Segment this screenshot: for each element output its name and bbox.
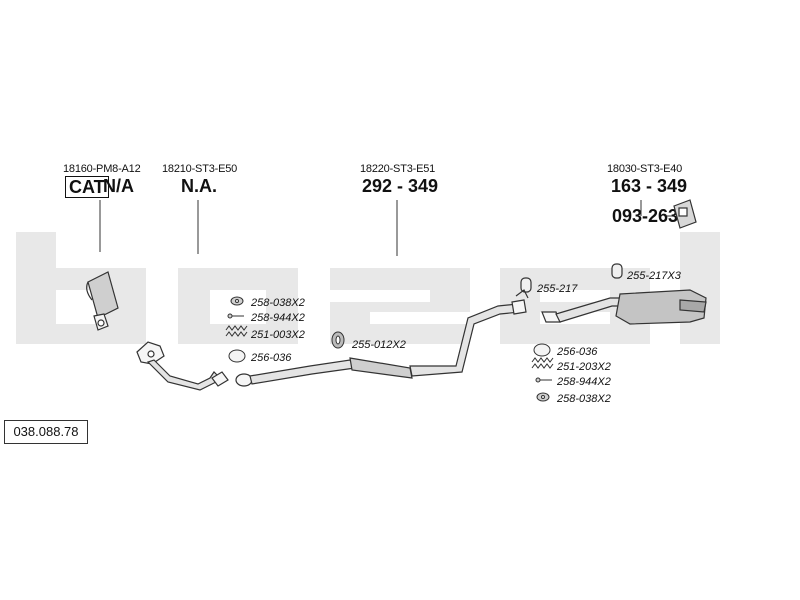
rear-fittings-icons [531,343,554,402]
part-label-rear-2: 251-203X2 [557,361,611,373]
part-label-rear-3: 258-944X2 [557,376,611,388]
center-pipe [235,299,527,387]
oem-number-catalyst: 18160-PM8-A12 [63,163,141,175]
part-label-rear-4: 258-038X2 [557,393,611,405]
center-pipe-code: 292 - 349 [362,176,439,196]
part-label-tail-hanger: 255-217X3 [627,270,681,282]
catalyst-code: N/A [103,176,134,196]
front-pipe-code: N.A. [181,176,217,196]
mounting-kit-code: 093-263 [612,206,679,226]
mounting-kit-icon [673,199,697,229]
catalyst-converter [86,271,119,331]
cat-label: CAT [65,176,109,198]
oem-number-front-pipe: 18210-ST3-E50 [162,163,238,175]
part-label-rear-hanger: 255-217 [537,283,578,295]
part-label-front-1: 258-038X2 [251,297,305,309]
part-label-front-2: 258-944X2 [251,312,305,324]
part-label-middle-gasket: 255-012X2 [352,339,406,351]
rear-silencer [541,289,707,325]
part-label-rear-1: 256-036 [557,346,598,358]
oem-number-rear-silencer: 18030-ST3-E40 [607,163,683,175]
part-label-front-4: 256-036 [251,352,292,364]
front-fittings-icons [225,296,345,363]
front-pipe [136,341,229,391]
figure-number: 038.088.78 [4,420,88,444]
part-label-front-3: 251-003X2 [251,329,305,341]
rear-silencer-code: 163 - 349 [611,176,688,196]
oem-number-center-pipe: 18220-ST3-E51 [360,163,436,175]
rubber-hanger-rear [515,263,623,299]
